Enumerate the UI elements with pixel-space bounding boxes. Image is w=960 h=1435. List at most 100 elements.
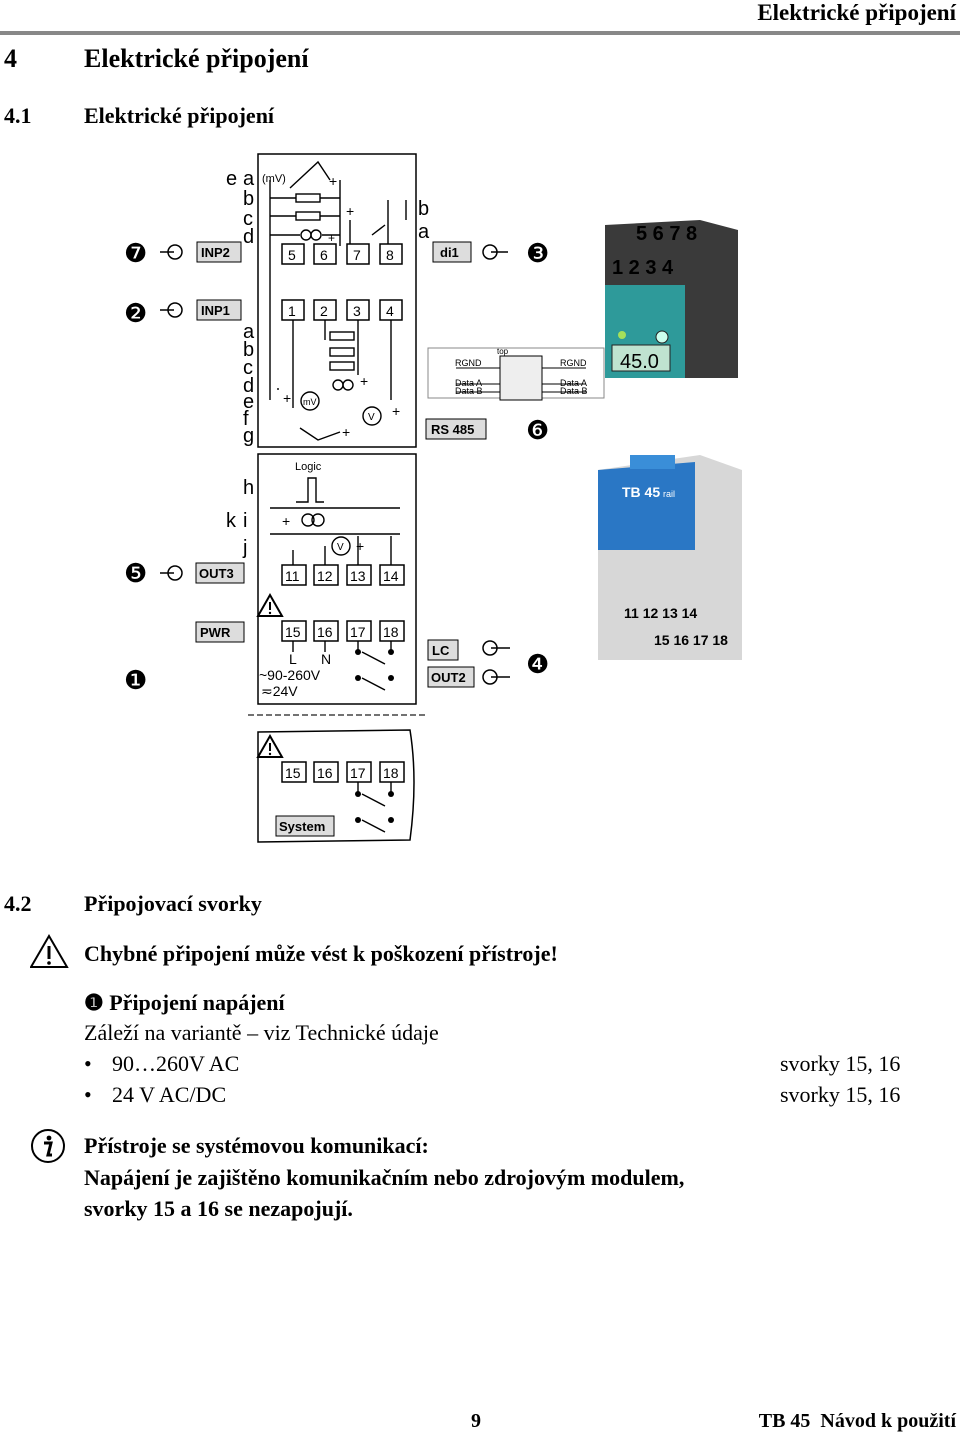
terminals-top: 5 6 7 8 xyxy=(281,243,403,265)
letter: c xyxy=(243,208,253,230)
letter: g xyxy=(243,425,254,447)
out3-label: OUT3 xyxy=(199,566,234,581)
info-line-2: Napájení je zajištěno komunikačním nebo … xyxy=(84,1165,685,1190)
item-label: 24 V AC/DC xyxy=(112,1082,227,1107)
section-number: 4.1 xyxy=(4,103,32,128)
plus-sign: + xyxy=(346,203,354,219)
callout-3: ❸ xyxy=(526,238,549,268)
letter: d xyxy=(243,226,254,248)
device-display: 45.0 xyxy=(620,351,659,373)
callout-4: ❹ xyxy=(526,649,549,679)
terminal-number: 15 xyxy=(285,765,301,781)
info-icon xyxy=(31,1129,65,1163)
plus-sign: + xyxy=(342,424,350,440)
callout-2: ❷ xyxy=(124,298,147,328)
terminals-out3: 11 12 13 14 xyxy=(281,564,405,586)
data-b-label: Data B xyxy=(560,386,588,396)
terminal-number: 16 xyxy=(317,765,333,781)
plus-sign: + xyxy=(328,231,335,245)
inp2-letters: e a b c d b a xyxy=(226,168,430,248)
warning-triangle-icon xyxy=(256,592,284,617)
terminal-number: 14 xyxy=(383,568,399,584)
terminal-number: 5 xyxy=(288,247,296,263)
terminal-number: 13 xyxy=(350,568,366,584)
list-item: • 24 V AC/DC xyxy=(84,1082,226,1108)
page-number: 9 xyxy=(471,1410,481,1432)
plus-sign: + xyxy=(360,373,368,389)
inp2-label: INP2 xyxy=(201,245,230,260)
power-marker: ❶ xyxy=(84,990,104,1015)
section-title: Připojovací svorky xyxy=(84,891,262,916)
pwr-label: PWR xyxy=(200,625,231,640)
warning-text: Chybné připojení může vést k poškození p… xyxy=(84,941,558,966)
terminal-number: 2 xyxy=(320,303,328,319)
inp1-label: INP1 xyxy=(201,303,230,318)
system-label: System xyxy=(279,819,325,834)
plus-sign: + xyxy=(283,390,291,406)
terminals-inp1: 1 2 3 4 xyxy=(281,299,403,321)
device-photo-top: 45.0 5 6 7 8 1 2 3 4 xyxy=(605,220,738,378)
letter: a xyxy=(243,168,255,190)
inp2-label-box xyxy=(196,241,242,263)
section-4-heading: 4 Elektrické připojení xyxy=(4,44,309,74)
system-label-box xyxy=(275,815,335,837)
resistor-symbol xyxy=(295,211,321,221)
section-title: Elektrické připojení xyxy=(84,103,275,128)
terminal-numbers-row2: 15 16 17 18 xyxy=(654,632,728,648)
info-line-1: Přístroje se systémovou komunikací: xyxy=(84,1133,429,1158)
terminal-number: 18 xyxy=(383,765,399,781)
callout-6: ❻ xyxy=(526,415,549,445)
letter: d xyxy=(243,375,254,397)
lc-label-box xyxy=(427,639,459,661)
letter: e xyxy=(243,391,254,413)
terminal-number: 7 xyxy=(353,247,361,263)
device-brand-sub: rail xyxy=(663,489,675,499)
document-title: TB 45 Návod k použití xyxy=(758,1410,956,1432)
letter: k xyxy=(226,510,237,532)
section-number: 4 xyxy=(4,44,17,73)
bullet-point: • xyxy=(84,1082,92,1107)
terminal-number: 4 xyxy=(386,303,394,319)
rs485-label-box xyxy=(425,418,487,440)
terminal-number: 17 xyxy=(350,624,366,640)
letter: h xyxy=(243,477,254,499)
item-label: 90…260V AC xyxy=(112,1051,240,1076)
inp1-letters: a b c d e f g xyxy=(243,321,255,447)
terminal-number: 6 xyxy=(320,247,328,263)
di1-label-box xyxy=(432,241,472,263)
callout-7: ❼ xyxy=(124,238,147,268)
terminal-number: 12 xyxy=(317,568,333,584)
rgnd-label: RGND xyxy=(560,358,587,368)
rs485-connector: top RGND RGND Data A Data B Data A Data … xyxy=(427,347,605,401)
out2-label-box xyxy=(427,666,475,688)
terminal-numbers-top: 5 6 7 8 xyxy=(636,223,697,245)
top-label: top xyxy=(497,347,509,356)
letter: c xyxy=(243,357,253,379)
terminal-number: 18 xyxy=(383,624,399,640)
warning-triangle-icon xyxy=(30,934,69,968)
dc-supply-label: ≂24V xyxy=(261,683,298,699)
l-label: L xyxy=(289,651,297,667)
wiring-diagram: (mV) + + + e a b c d b a 5 6 7 8 1 2 3 4 xyxy=(124,153,742,843)
terminal-number: 11 xyxy=(285,568,300,584)
info-line-3: svorky 15 a 16 se nezapojují. xyxy=(84,1196,353,1221)
terminal-number: 17 xyxy=(350,765,366,781)
bullet-point: • xyxy=(84,1051,92,1076)
terminal-numbers-row1: 11 12 13 14 xyxy=(624,605,697,621)
section-number: 4.2 xyxy=(4,891,32,916)
di1-label: di1 xyxy=(440,245,459,260)
header-rule xyxy=(0,31,960,35)
letter: a xyxy=(418,221,430,243)
lc-label: LC xyxy=(432,643,450,658)
section-title: Elektrické připojení xyxy=(84,44,309,73)
terminals-pwr: 15 16 17 18 xyxy=(281,620,405,642)
terminal-number: 8 xyxy=(386,247,394,263)
power-heading: ❶ Připojení napájení xyxy=(84,990,285,1016)
thermocouple-symbol xyxy=(289,160,331,189)
out2-label: OUT2 xyxy=(431,670,466,685)
letter: b xyxy=(418,198,429,220)
data-a-label: Data A xyxy=(560,378,587,388)
power-title: Připojení napájení xyxy=(109,990,285,1015)
inp-frame xyxy=(257,153,417,448)
out3-label-box xyxy=(195,562,245,584)
